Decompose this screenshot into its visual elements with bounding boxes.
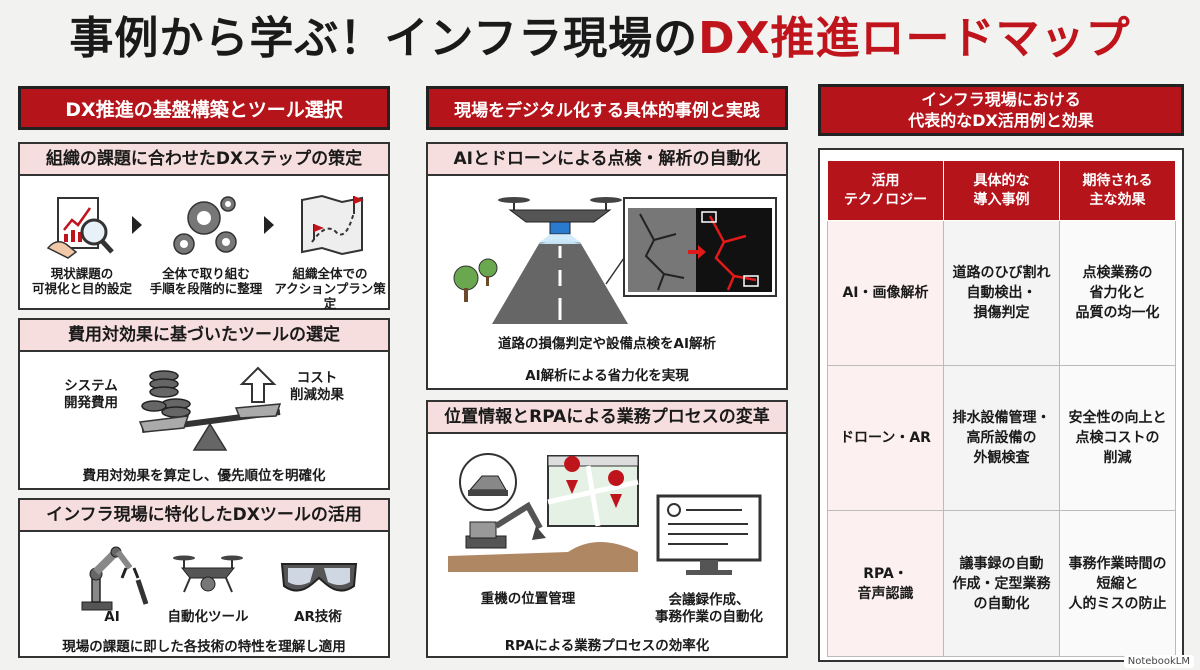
ai-drone-note2: AI解析による省力化を実現	[525, 368, 689, 384]
table-header-effect: 期待される 主な効果	[1059, 160, 1176, 221]
dx-tool-note: 現場の課題に即した各技術の特性を理解し適用	[62, 639, 346, 655]
cost-tool-title: 費用対効果に基づいたツールの選定	[20, 320, 388, 352]
step-arrow-2	[264, 216, 274, 234]
meeting-automation-label: 会議録作成、 事務作業の自動化	[655, 592, 763, 625]
gears-icon	[173, 196, 237, 255]
table-header-row: 活用 テクノロジー 具体的な 導入事例 期待される 主な効果	[827, 160, 1176, 221]
table-row: RPA・ 音声認識 議事録の自動 作成・定型業務 の自動化 事務作業時間の 短縮…	[827, 510, 1176, 657]
monitor-document-icon	[656, 494, 762, 575]
heavy-machine-label: 重機の位置管理	[480, 591, 576, 607]
ai-drone-title: AIとドローンによる点検・解析の自動化	[428, 144, 786, 176]
ai-drone-note1: 道路の損傷判定や設備点検をAI解析	[498, 336, 716, 352]
col3-header: インフラ現場における 代表的なDX活用例と効果	[818, 84, 1184, 136]
title-accent: DX推進ロードマップ	[698, 13, 1131, 64]
step-label-1: 現状課題の 可視化と目的設定	[31, 266, 132, 296]
robot-arm-icon	[81, 546, 149, 611]
roadmap-flag-icon	[301, 194, 364, 256]
table-header-technology: 活用 テクノロジー	[827, 160, 944, 221]
title-main: 事例から学ぶ！インフラ現場の	[69, 13, 699, 64]
balance-scale-icon	[138, 366, 282, 451]
cost-tool-note: 費用対効果を算定し、優先順位を明確化	[82, 468, 326, 484]
dx-usage-table: 活用 テクノロジー 具体的な 導入事例 期待される 主な効果 AI・画像解析 道…	[827, 160, 1176, 657]
table-row: AI・画像解析 道路のひび割れ 自動検出・ 損傷判定 点検業務の 省力化と 品質…	[827, 220, 1176, 366]
table-cell: 排水設備管理・ 高所設備の 外観検査	[943, 365, 1060, 511]
tool-label-ar: AR技術	[294, 609, 342, 625]
gps-rpa-title: 位置情報とRPAによる業務プロセスの変革	[428, 402, 786, 434]
col3-header-text: インフラ現場における 代表的なDX活用例と効果	[908, 90, 1094, 130]
notebooklm-logo: NotebookLM	[1123, 655, 1194, 668]
ar-glasses-icon	[280, 563, 358, 592]
cost-tool-panel: 費用対効果に基づいたツールの選定 システム 開発費用 コスト 削減効果 費用対効…	[18, 318, 390, 490]
excavator-map-scene	[448, 453, 639, 572]
col1-header-text: DX推進の基盤構築とツール選択	[65, 98, 343, 121]
dx-tool-panel: インフラ現場に特化したDXツールの活用 AI 自動化ツール AR技術 現場の課題…	[18, 498, 390, 658]
table-cell: 点検業務の 省力化と 品質の均一化	[1059, 220, 1176, 366]
table-row: ドローン・AR 排水設備管理・ 高所設備の 外観検査 安全性の向上と 点検コスト…	[827, 365, 1176, 511]
col2-header-text: 現場をデジタル化する具体的事例と実践	[454, 100, 760, 121]
analysis-report-icon	[46, 197, 114, 259]
dx-step-title: 組織の課題に合わせたDXステップの策定	[20, 144, 388, 176]
tool-label-ai: AI	[104, 609, 120, 625]
gps-rpa-panel: 位置情報とRPAによる業務プロセスの変革 重機の位置管理 会議録作成、 事務作業…	[426, 400, 788, 658]
table-cell: 道路のひび割れ 自動検出・ 損傷判定	[943, 220, 1060, 366]
table-cell: 議事録の自動 作成・定型業務 の自動化	[943, 510, 1060, 657]
col1-header: DX推進の基盤構築とツール選択	[18, 86, 390, 130]
step-label-2: 全体で取り組む 手順を段階的に整理	[149, 266, 263, 296]
drone-icon	[173, 555, 243, 593]
ai-drone-panel: AIとドローンによる点検・解析の自動化 道路の損傷判定や設備点検をAI解析 AI…	[426, 142, 788, 390]
table-cell: AI・画像解析	[827, 220, 944, 366]
dx-tool-title: インフラ現場に特化したDXツールの活用	[20, 500, 388, 532]
dev-cost-label: システム 開発費用	[64, 378, 118, 411]
gps-rpa-note: RPAによる業務プロセスの効率化	[504, 638, 710, 654]
table-cell: RPA・ 音声認識	[827, 510, 944, 657]
dx-step-panel: 組織の課題に合わせたDXステップの策定 現状課題の 可視化と目的設定 全体で取り…	[18, 142, 390, 311]
cost-reduction-label: コスト 削減効果	[290, 370, 344, 403]
table-cell: 事務作業時間の 短縮と 人的ミスの防止	[1059, 510, 1176, 657]
step-arrow-1	[132, 216, 142, 234]
page-title: 事例から学ぶ！インフラ現場のDX推進ロードマップ	[0, 4, 1200, 74]
logo-text: NotebookLM	[1127, 656, 1190, 667]
table-cell: ドローン・AR	[827, 365, 944, 511]
tool-label-automation: 自動化ツール	[167, 609, 249, 625]
step-label-3: 組織全体での アクションプラン策定	[274, 266, 386, 311]
table-cell: 安全性の向上と 点検コストの 削減	[1059, 365, 1176, 511]
col2-header: 現場をデジタル化する具体的事例と実践	[426, 86, 788, 130]
drone-road-scene	[453, 197, 777, 324]
table-header-case: 具体的な 導入事例	[943, 160, 1060, 221]
